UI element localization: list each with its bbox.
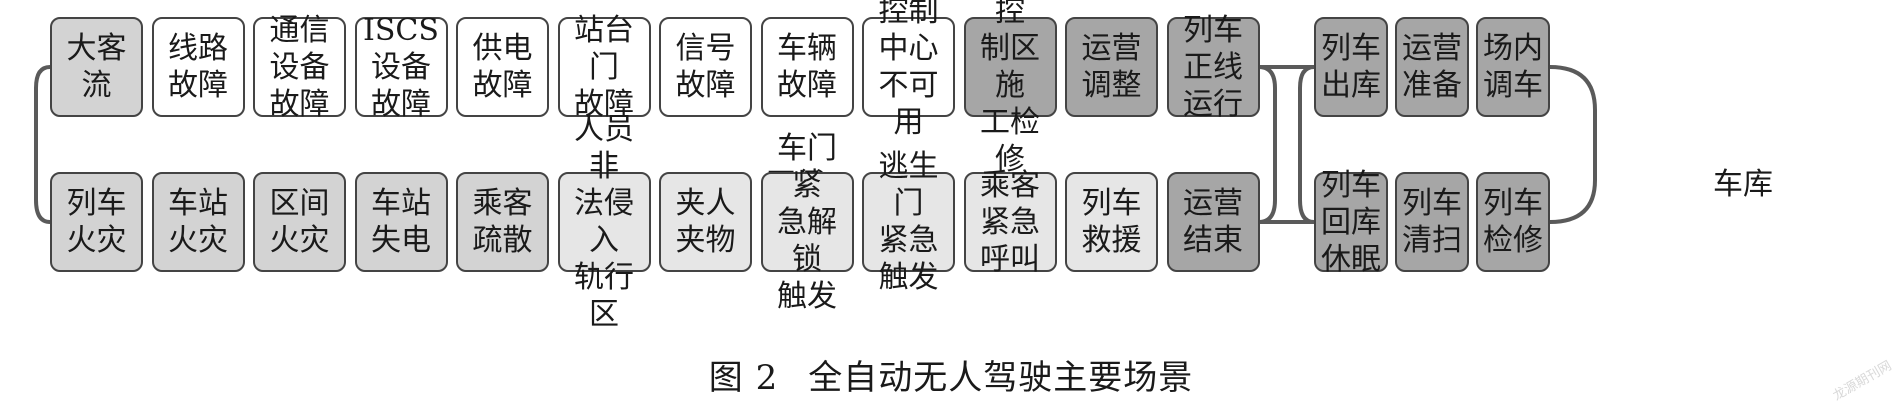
mainline-bottom-scenario-box: 车站 火灾 xyxy=(151,172,245,272)
depot-top-scenario-box: 运营 准备 xyxy=(1395,17,1469,117)
mainline-top-scenario-box: 大客流 xyxy=(50,17,143,117)
mainline-bottom-scenario-box: 乘客 疏散 xyxy=(456,172,549,272)
mainline-bottom-scenario-box: 乘客 紧急 呼叫 xyxy=(963,168,1057,277)
depot-bottom-scenario-box: 列车 回库 休眠 xyxy=(1314,168,1388,277)
mainline-bottom-scenario-box: 运营 结束 xyxy=(1166,172,1260,272)
mainline-bottom-scenario-box: 区间 火灾 xyxy=(253,172,346,272)
mainline-top-scenario-box: 列车 正线 运行 xyxy=(1166,13,1260,122)
figure-number: 图 2 xyxy=(708,358,779,398)
mainline-bottom-scenario-box: 人员非 法侵入 轨行区 xyxy=(557,112,651,332)
mainline-top-scenario-box: 供电 故障 xyxy=(456,17,549,117)
mainline-bottom-scenario-box: 车站 失电 xyxy=(354,172,448,272)
mainline-top-scenario-box: 控制 中心 不可用 xyxy=(862,0,955,140)
depot-top-scenario-box: 场内 调车 xyxy=(1476,17,1550,117)
figure-caption: 图 2 全自动无人驾驶主要场景 xyxy=(0,350,1902,399)
mainline-top-scenario-box: 运营 调整 xyxy=(1065,17,1158,117)
mainline-top-scenario-box: 信号 故障 xyxy=(659,17,752,117)
depot-bottom-scenario-box: 列车 检修 xyxy=(1476,172,1550,272)
depot-label: 车库 xyxy=(1713,167,1773,202)
depot-top-scenario-box: 列车 出库 xyxy=(1314,17,1388,117)
mainline-bottom-scenario-box: 夹人 夹物 xyxy=(659,172,752,272)
depot-bottom-scenario-box: 列车 清扫 xyxy=(1395,172,1469,272)
mainline-bottom-scenario-box: 车门紧 急解锁 触发 xyxy=(760,131,854,314)
depot-left-loop xyxy=(1298,65,1315,224)
mainline-bottom-scenario-box: 逃生门 紧急 触发 xyxy=(862,149,955,295)
mainline-top-scenario-box: 线路 故障 xyxy=(151,17,245,117)
mainline-top-scenario-box: 站台门 故障 xyxy=(557,13,651,122)
depot-right-loop xyxy=(1549,65,1597,224)
mainline-left-loop xyxy=(34,65,51,224)
mainline-bottom-scenario-box: 列车 火灾 xyxy=(50,172,143,272)
mainline-bottom-scenario-box: 列车 救援 xyxy=(1065,172,1158,272)
mainline-top-scenario-box: 车辆 故障 xyxy=(760,17,854,117)
mainline-right-loop xyxy=(1258,65,1277,224)
mainline-top-scenario-box: ISCS 设备 故障 xyxy=(354,13,448,122)
mainline-top-scenario-box: 通信 设备 故障 xyxy=(253,13,346,122)
mainline-top-scenario-box: ATC 控 制区施 工检修 xyxy=(963,0,1057,177)
figure-title: 全自动无人驾驶主要场景 xyxy=(808,358,1194,398)
